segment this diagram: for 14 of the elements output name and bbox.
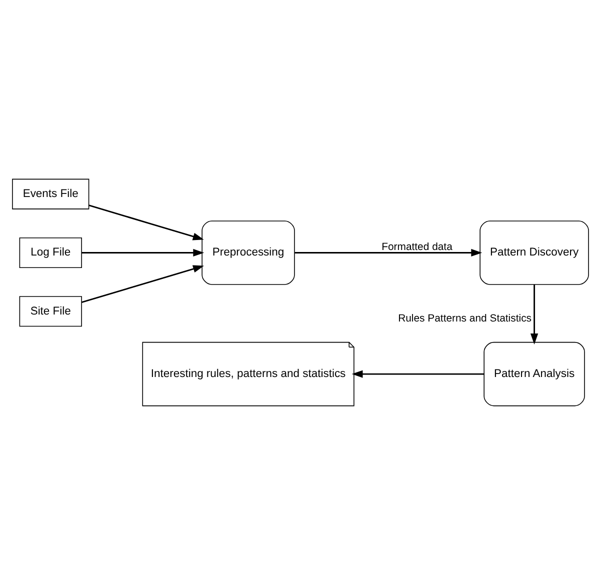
node-box: Log File — [19, 236, 82, 268]
arrow — [530, 284, 538, 344]
edge-label: Rules Patterns and Statistics — [398, 313, 532, 324]
arrow — [88, 204, 204, 240]
node-box: Site File — [19, 296, 82, 326]
node-box: Preprocessing — [202, 220, 295, 284]
arrow — [81, 264, 204, 303]
node-box: Pattern Analysis — [484, 341, 585, 406]
arrow — [352, 370, 484, 378]
arrow — [294, 248, 482, 256]
arrow — [82, 248, 204, 256]
node-box: Pattern Discovery — [480, 220, 589, 284]
edge-label: Formatted data — [382, 241, 452, 252]
node-box: Events File — [12, 178, 90, 209]
